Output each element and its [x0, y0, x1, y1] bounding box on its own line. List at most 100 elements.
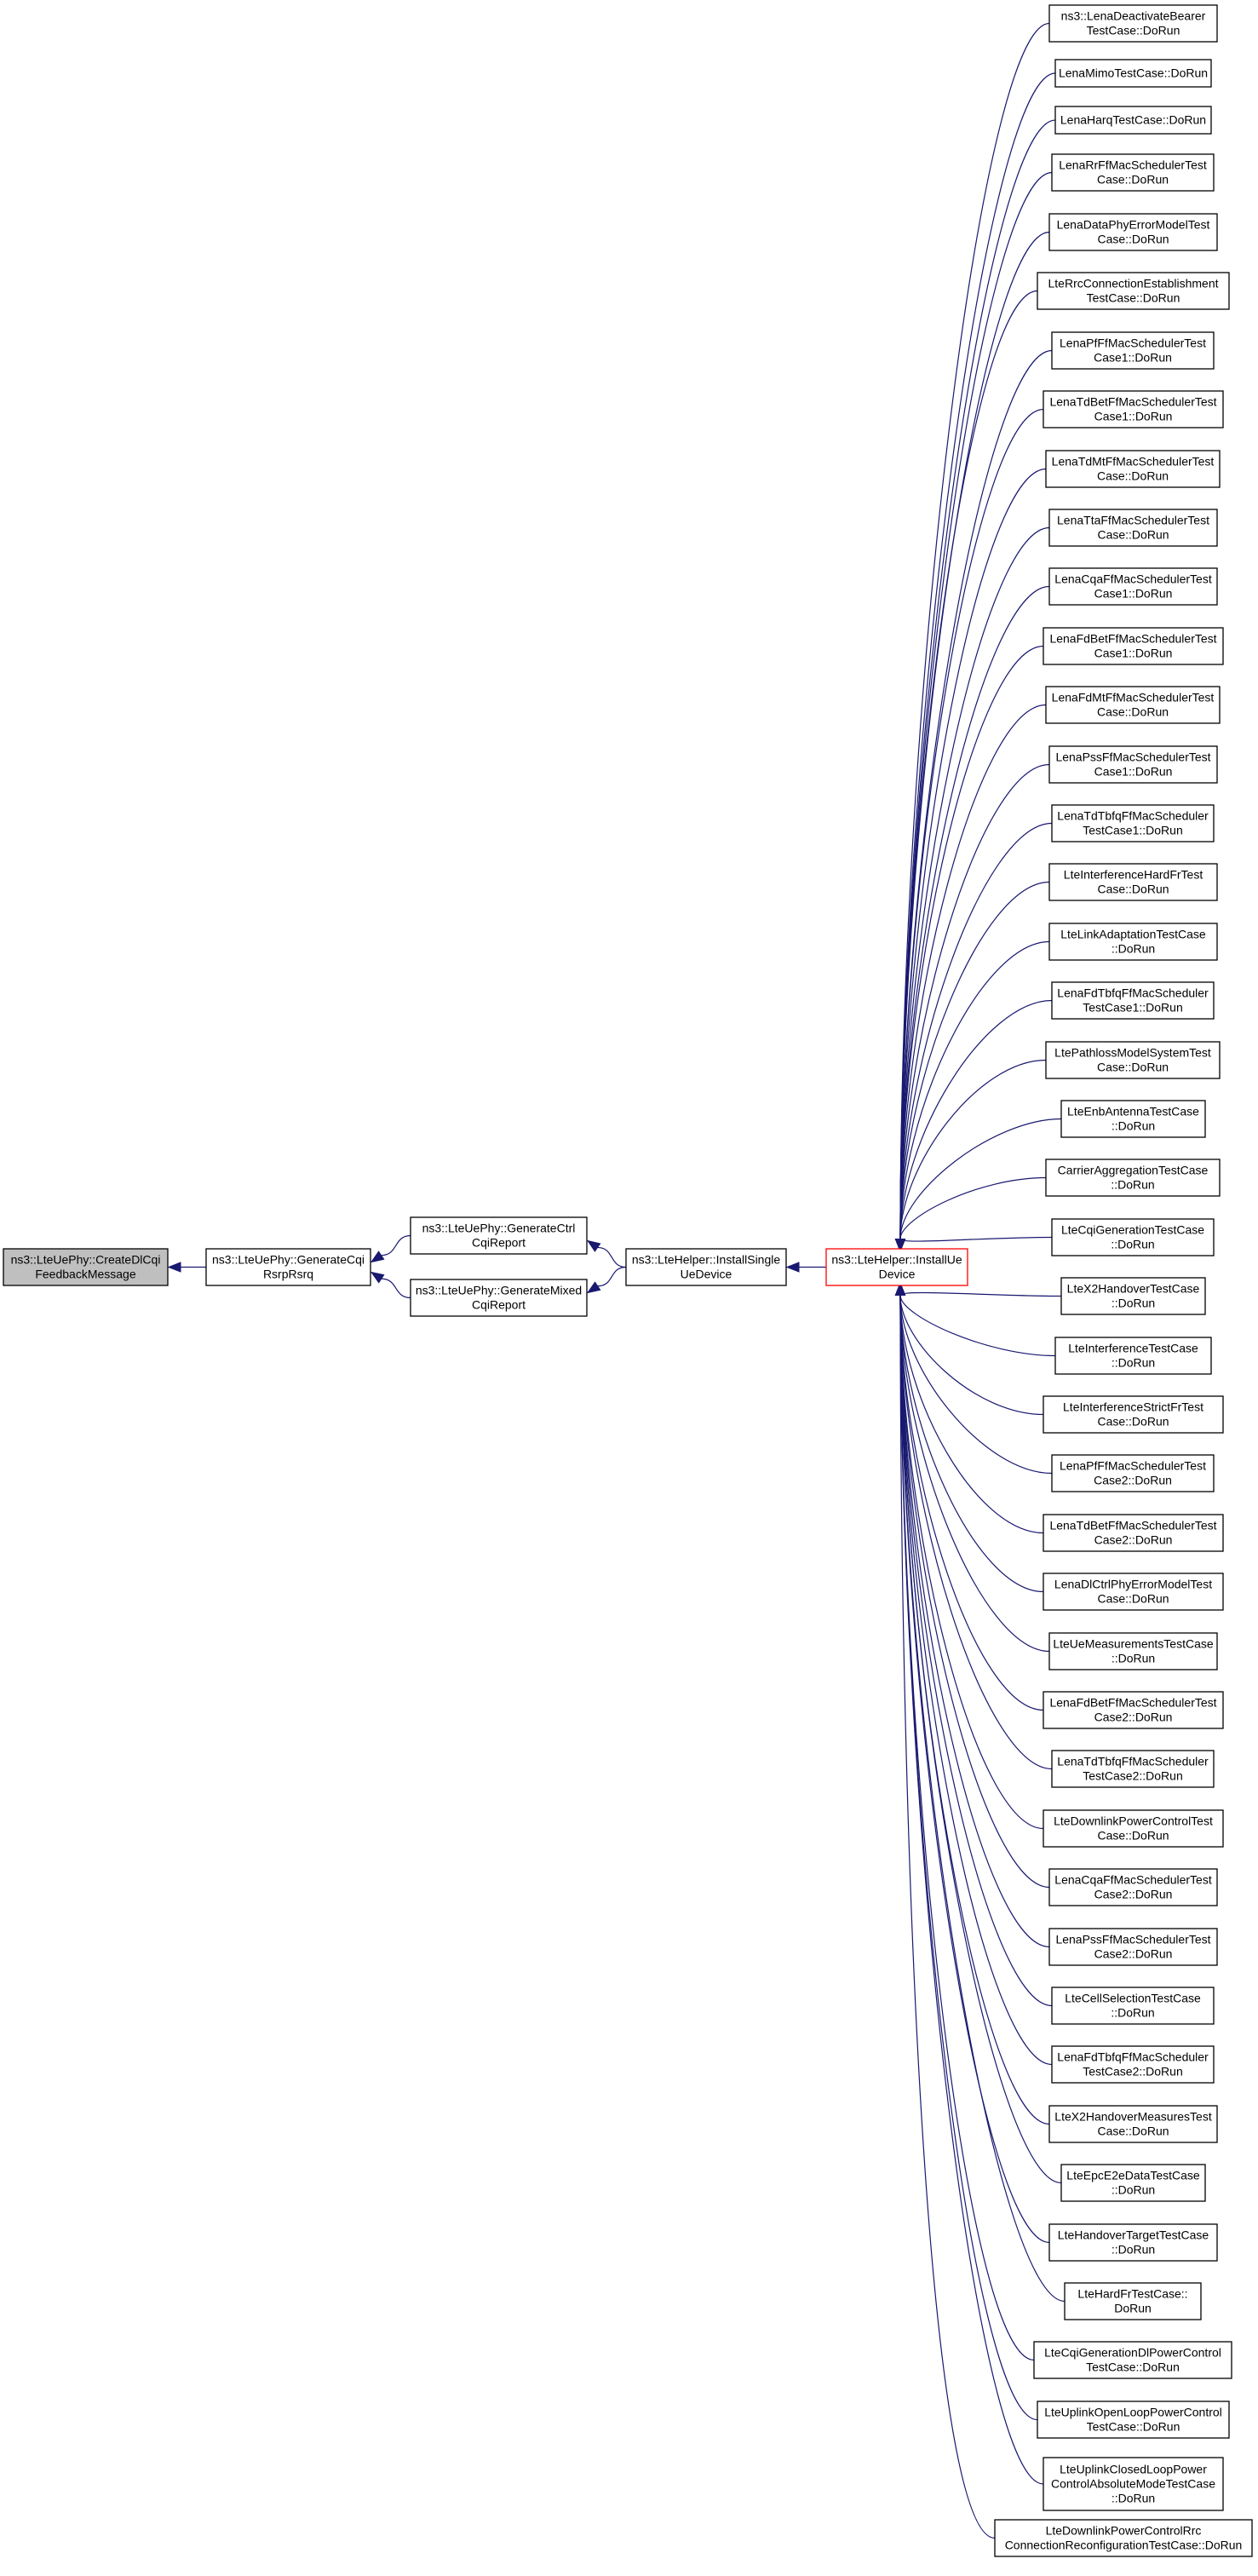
- node-box[interactable]: [1051, 804, 1215, 842]
- node-c42[interactable]: LteUplinkOpenLoopPowerControlTestCase::D…: [1037, 2401, 1230, 2439]
- node-box[interactable]: [1048, 2223, 1218, 2262]
- node-box[interactable]: [1037, 2401, 1230, 2439]
- node-c23[interactable]: LteX2HandoverTestCase::DoRun: [1060, 1277, 1206, 1315]
- node-box[interactable]: [1060, 2164, 1206, 2202]
- node-c41[interactable]: LteCqiGenerationDlPowerControlTestCase::…: [1033, 2341, 1232, 2379]
- node-box[interactable]: [1051, 1218, 1215, 1256]
- node-box[interactable]: [1048, 863, 1218, 901]
- node-box[interactable]: [1048, 1632, 1218, 1670]
- node-box[interactable]: [410, 1279, 588, 1317]
- node-c43[interactable]: LteUplinkClosedLoopPowerControlAbsoluteM…: [1043, 2457, 1224, 2511]
- node-box[interactable]: [1043, 627, 1224, 665]
- node-c24[interactable]: LteInterferenceTestCase::DoRun: [1054, 1337, 1212, 1375]
- node-box[interactable]: [1048, 213, 1218, 251]
- node-box[interactable]: [1043, 2457, 1224, 2511]
- node-c38[interactable]: LteEpcE2eDataTestCase::DoRun: [1060, 2164, 1206, 2202]
- node-box[interactable]: [1048, 923, 1218, 961]
- node-box[interactable]: [1043, 1809, 1224, 1848]
- node-box[interactable]: [1051, 1987, 1215, 2025]
- node-box[interactable]: [1048, 2105, 1218, 2143]
- node-box[interactable]: [994, 2519, 1253, 2557]
- node-c3[interactable]: LenaHarqTestCase::DoRun: [1054, 106, 1212, 135]
- node-box[interactable]: [1060, 1100, 1206, 1138]
- node-box[interactable]: [1043, 1573, 1224, 1611]
- node-box[interactable]: [1051, 1454, 1215, 1492]
- node-box[interactable]: [1045, 450, 1221, 488]
- node-c2[interactable]: LenaMimoTestCase::DoRun: [1054, 59, 1212, 88]
- node-c21[interactable]: CarrierAggregationTestCase::DoRun: [1045, 1159, 1221, 1197]
- node-box[interactable]: [1045, 686, 1221, 724]
- node-c22[interactable]: LteCqiGenerationTestCase::DoRun: [1051, 1218, 1215, 1256]
- node-box[interactable]: [1054, 106, 1212, 135]
- node-box[interactable]: [1037, 272, 1230, 310]
- node-c39[interactable]: LteHandoverTargetTestCase::DoRun: [1048, 2223, 1218, 2262]
- node-root[interactable]: ns3::LteUePhy::CreateDlCqiFeedbackMessag…: [3, 1248, 169, 1286]
- node-box[interactable]: [410, 1216, 588, 1255]
- node-c40[interactable]: LteHardFrTestCase::DoRun: [1064, 2282, 1202, 2320]
- node-box[interactable]: [3, 1248, 169, 1286]
- node-box[interactable]: [1060, 1277, 1206, 1315]
- node-box[interactable]: [1051, 2045, 1215, 2084]
- node-box[interactable]: [205, 1248, 371, 1286]
- node-c29[interactable]: LteUeMeasurementsTestCase::DoRun: [1048, 1632, 1218, 1670]
- node-box[interactable]: [1045, 1159, 1221, 1197]
- node-c6[interactable]: LteRrcConnectionEstablishmentTestCase::D…: [1037, 272, 1230, 310]
- node-box[interactable]: [1048, 1928, 1218, 1966]
- node-box[interactable]: [1051, 331, 1215, 370]
- node-box[interactable]: [625, 1248, 787, 1286]
- node-box[interactable]: [825, 1248, 968, 1286]
- node-c17[interactable]: LteLinkAdaptationTestCase::DoRun: [1048, 923, 1218, 961]
- node-box[interactable]: [1051, 153, 1215, 192]
- node-box[interactable]: [1048, 509, 1218, 547]
- node-box[interactable]: [1045, 1041, 1221, 1079]
- node-box[interactable]: [1043, 1395, 1224, 1434]
- node-box[interactable]: [1043, 390, 1224, 428]
- node-box[interactable]: [1048, 745, 1218, 784]
- node-box[interactable]: [1054, 59, 1212, 88]
- node-box[interactable]: [1051, 1750, 1215, 1788]
- node-c44[interactable]: LteDownlinkPowerControlRrcConnectionReco…: [994, 2519, 1253, 2557]
- node-box[interactable]: [1043, 1514, 1224, 1552]
- node-box[interactable]: [1048, 567, 1218, 606]
- node-c35[interactable]: LteCellSelectionTestCase::DoRun: [1051, 1987, 1215, 2025]
- node-box[interactable]: [1033, 2341, 1232, 2379]
- node-box[interactable]: [1043, 1691, 1224, 1729]
- node-box[interactable]: [1048, 4, 1218, 43]
- node-box[interactable]: [1051, 981, 1215, 1020]
- node-box[interactable]: [1048, 1868, 1218, 1906]
- node-box[interactable]: [1054, 1337, 1212, 1375]
- node-c20[interactable]: LteEnbAntennaTestCase::DoRun: [1060, 1100, 1206, 1138]
- node-box[interactable]: [1064, 2282, 1202, 2320]
